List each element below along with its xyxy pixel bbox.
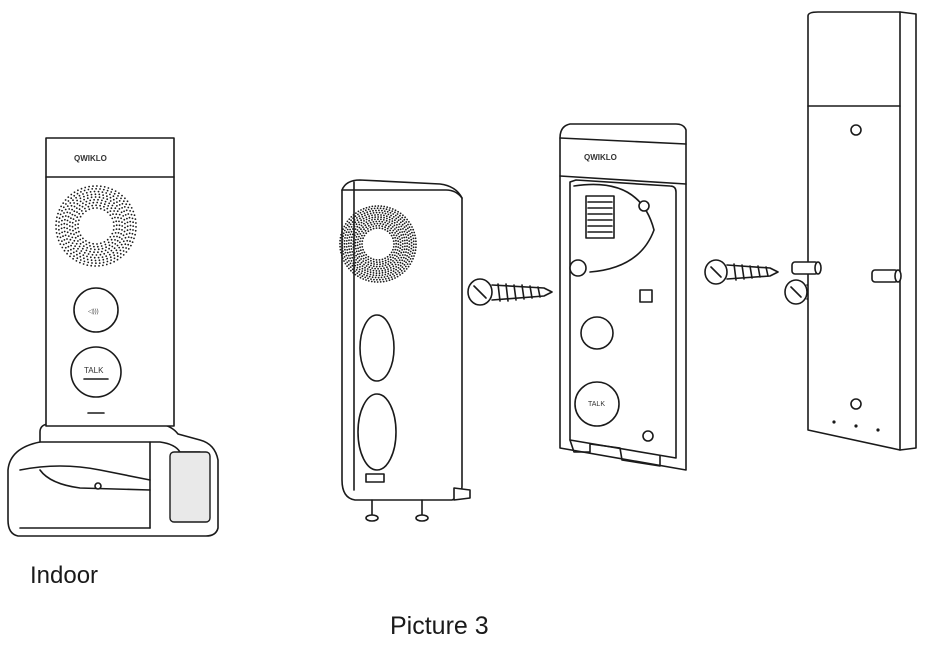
bottom-screw	[365, 499, 379, 522]
indoor-cradle	[7, 423, 219, 537]
wall-anchor	[791, 261, 822, 275]
bottom-screw	[415, 499, 429, 522]
mute-button	[73, 287, 119, 333]
speaker-slots	[585, 195, 615, 239]
wall-mounting-plate	[791, 11, 917, 451]
mounting-screw-3	[704, 259, 779, 285]
figure-caption: Picture 3	[390, 612, 489, 640]
outdoor-talk-button	[574, 381, 620, 427]
wall-anchor	[871, 269, 902, 283]
brand-logo-outdoor: QWIKLO	[584, 153, 617, 162]
brand-logo-indoor: QWIKLO	[74, 154, 107, 163]
outdoor-mute-button	[580, 316, 614, 350]
outdoor-unit: QWIKLO TALK	[559, 123, 687, 471]
indoor-unit: QWIKLO ◁))) TALK	[7, 137, 219, 537]
button-hole	[359, 314, 395, 382]
talk-button-label: TALK	[84, 366, 104, 375]
outdoor-front-cover	[339, 179, 471, 522]
mounting-screw-1	[467, 278, 553, 306]
indoor-label: Indoor	[30, 562, 99, 589]
speaker-grille	[339, 205, 417, 283]
indoor-handset: QWIKLO ◁))) TALK	[45, 137, 175, 427]
outdoor-talk-label: TALK	[588, 401, 605, 408]
button-hole	[357, 393, 397, 471]
speaker-grille	[55, 185, 137, 267]
talk-button	[70, 346, 122, 398]
svg-text:◁))): ◁)))	[88, 309, 99, 315]
